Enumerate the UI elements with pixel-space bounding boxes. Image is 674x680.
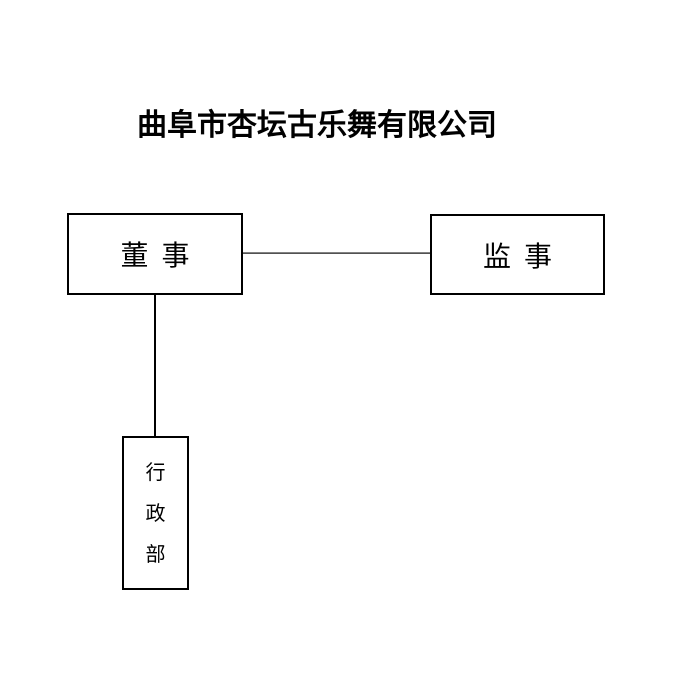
- org-node-admin-dept-label-char: 部: [145, 544, 166, 566]
- org-node-supervisor: 监事: [430, 214, 605, 295]
- org-node-director: 董事: [67, 213, 243, 295]
- org-node-admin-dept-label-char: 政: [145, 503, 166, 525]
- org-node-director-label: 董事: [120, 241, 203, 272]
- company-title: 曲阜市杏坛古乐舞有限公司: [137, 109, 497, 142]
- org-node-admin-dept: 行 政 部: [122, 436, 189, 590]
- org-node-supervisor-label: 监事: [482, 241, 565, 273]
- connector-director-supervisor: [243, 252, 430, 254]
- org-node-admin-dept-label-char: 行: [145, 462, 166, 484]
- connector-director-admin-dept: [154, 295, 156, 436]
